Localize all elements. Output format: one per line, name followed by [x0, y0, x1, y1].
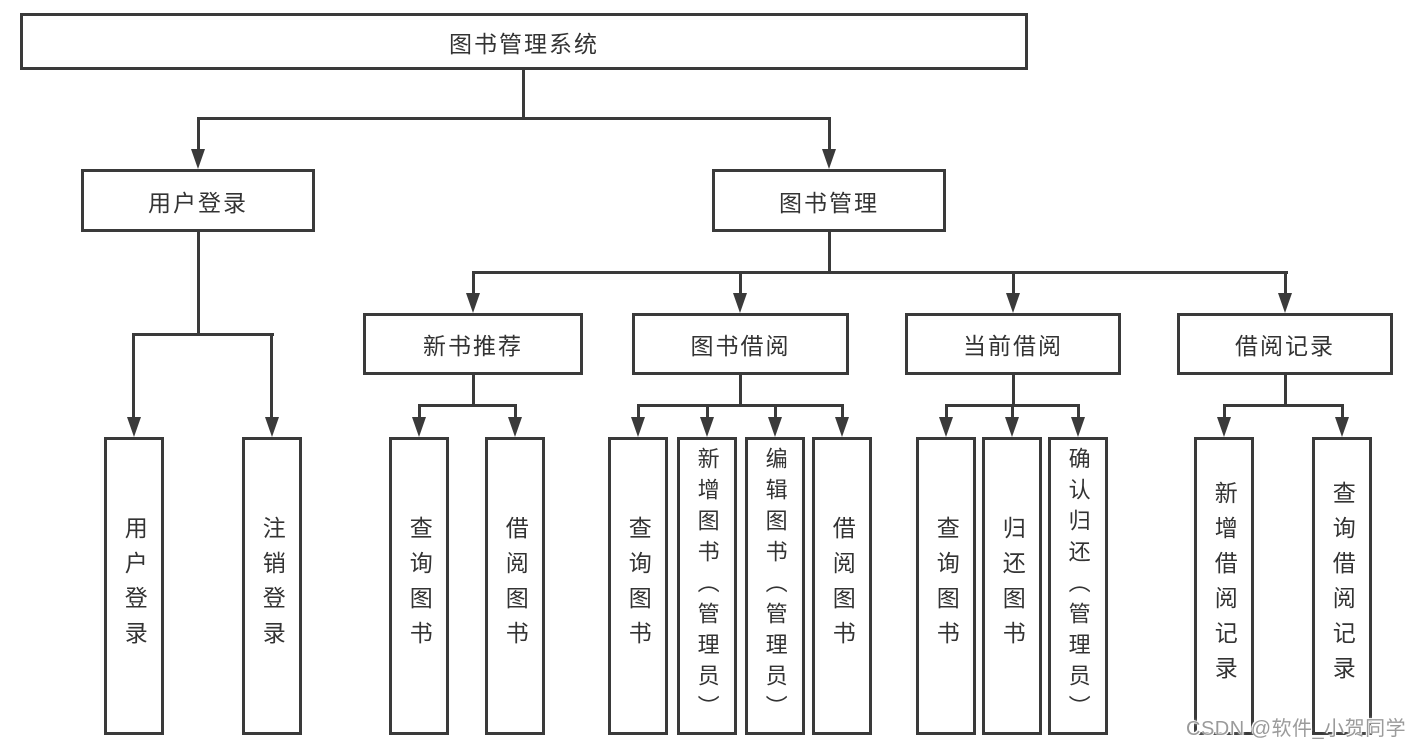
connector-line: [197, 117, 831, 120]
connector-line: [197, 117, 200, 152]
node-root-label: 图书管理系统: [449, 30, 599, 57]
leaf-query-borrow-record-label: 查询借阅记录: [1329, 481, 1356, 691]
leaf-borrow-books: 借阅图书: [812, 437, 872, 735]
leaf-return-book-label: 归还图书: [999, 516, 1026, 656]
connector-line: [132, 333, 135, 418]
leaf-edit-book-admin-label: 编辑图书（管理员）: [762, 446, 788, 726]
connector-line: [1341, 404, 1344, 419]
leaf-query-books-recommend: 查询图书: [389, 437, 449, 735]
arrow-down-icon: [1217, 417, 1231, 437]
leaf-logout: 注销登录: [242, 437, 302, 735]
connector-line: [197, 232, 200, 335]
connector-line: [1011, 404, 1014, 419]
leaf-user-login-label: 用户登录: [121, 516, 148, 656]
arrow-down-icon: [733, 293, 747, 313]
leaf-logout-label: 注销登录: [259, 516, 286, 656]
connector-line: [418, 404, 517, 407]
leaf-edit-book-admin: 编辑图书（管理员）: [745, 437, 805, 735]
node-borrow-records-label: 借阅记录: [1235, 333, 1335, 359]
arrow-down-icon: [412, 417, 426, 437]
connector-line: [1284, 271, 1287, 296]
leaf-borrow-books-label: 借阅图书: [829, 516, 856, 656]
node-book-management: 图书管理: [712, 169, 946, 232]
connector-line: [472, 375, 475, 406]
connector-line: [945, 404, 948, 419]
arrow-down-icon: [822, 149, 836, 169]
node-root: 图书管理系统: [20, 13, 1028, 70]
arrow-down-icon: [700, 417, 714, 437]
connector-line: [841, 404, 844, 419]
leaf-add-borrow-record: 新增借阅记录: [1194, 437, 1254, 735]
leaf-borrow-books-recommend-label: 借阅图书: [502, 516, 529, 656]
node-book-management-label: 图书管理: [779, 189, 879, 216]
connector-line: [514, 404, 517, 419]
arrow-down-icon: [265, 417, 279, 437]
arrow-down-icon: [1005, 417, 1019, 437]
connector-line: [1284, 375, 1287, 406]
connector-line: [1012, 375, 1015, 406]
connector-line: [739, 271, 742, 296]
leaf-query-books-borrow-label: 查询图书: [625, 516, 652, 656]
arrow-down-icon: [1071, 417, 1085, 437]
leaf-query-books-current-label: 查询图书: [933, 516, 960, 656]
node-new-book-recommend-label: 新书推荐: [423, 333, 523, 359]
leaf-confirm-return-admin-label: 确认归还（管理员）: [1065, 446, 1091, 726]
arrow-down-icon: [1006, 293, 1020, 313]
arrow-down-icon: [508, 417, 522, 437]
arrow-down-icon: [1335, 417, 1349, 437]
connector-line: [1012, 271, 1015, 296]
leaf-borrow-books-recommend: 借阅图书: [485, 437, 545, 735]
node-borrow-records: 借阅记录: [1177, 313, 1393, 375]
connector-line: [774, 404, 777, 419]
arrow-down-icon: [631, 417, 645, 437]
arrow-down-icon: [1278, 293, 1292, 313]
node-user-login-label: 用户登录: [148, 189, 248, 216]
connector-line: [132, 333, 274, 336]
arrow-down-icon: [939, 417, 953, 437]
leaf-confirm-return-admin: 确认归还（管理员）: [1048, 437, 1108, 735]
leaf-add-book-admin: 新增图书（管理员）: [677, 437, 737, 735]
connector-line: [637, 404, 640, 419]
node-book-borrow: 图书借阅: [632, 313, 849, 375]
connector-line: [828, 117, 831, 152]
connector-line: [1223, 404, 1226, 419]
connector-line: [637, 404, 844, 407]
leaf-return-book: 归还图书: [982, 437, 1042, 735]
arrow-down-icon: [191, 149, 205, 169]
leaf-user-login: 用户登录: [104, 437, 164, 735]
connector-line: [1077, 404, 1080, 419]
connector-line: [706, 404, 709, 419]
node-book-borrow-label: 图书借阅: [690, 333, 791, 359]
connector-line: [522, 70, 525, 119]
connector-line: [270, 333, 273, 418]
node-user-login: 用户登录: [81, 169, 315, 232]
connector-line: [418, 404, 421, 419]
connector-line: [1223, 404, 1344, 407]
leaf-query-books-borrow: 查询图书: [608, 437, 668, 735]
watermark: CSDN @软件_小贺同学: [1186, 718, 1405, 740]
node-current-borrow: 当前借阅: [905, 313, 1121, 375]
arrow-down-icon: [768, 417, 782, 437]
node-new-book-recommend: 新书推荐: [363, 313, 583, 375]
leaf-add-borrow-record-label: 新增借阅记录: [1211, 481, 1238, 691]
arrow-down-icon: [835, 417, 849, 437]
connector-line: [828, 232, 831, 273]
connector-line: [472, 271, 475, 296]
leaf-query-books-current: 查询图书: [916, 437, 976, 735]
leaf-query-borrow-record: 查询借阅记录: [1312, 437, 1372, 735]
arrow-down-icon: [466, 293, 480, 313]
connector-line: [739, 375, 742, 406]
node-current-borrow-label: 当前借阅: [963, 333, 1063, 359]
leaf-add-book-admin-label: 新增图书（管理员）: [694, 446, 720, 726]
leaf-query-books-recommend-label: 查询图书: [406, 516, 433, 656]
arrow-down-icon: [127, 417, 141, 437]
connector-line: [472, 271, 1288, 274]
